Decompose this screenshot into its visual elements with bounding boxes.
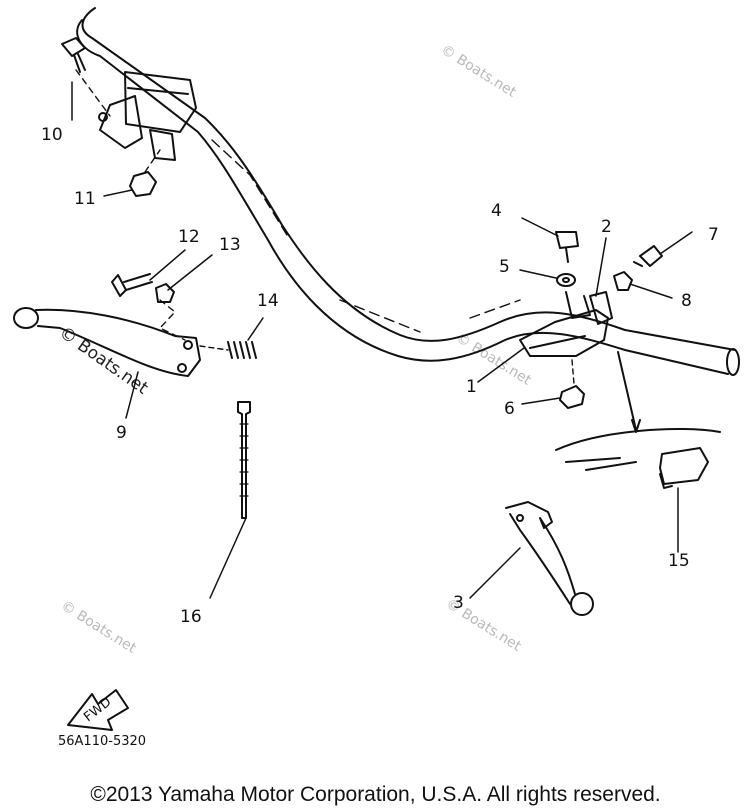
callout-16: 16	[180, 607, 202, 627]
callout-8: 8	[681, 291, 692, 311]
part-7-bolt	[633, 245, 663, 267]
part-3-lever	[505, 501, 594, 616]
watermark: © Boats.net	[438, 42, 519, 101]
inset-switch	[555, 351, 721, 489]
callout-4: 4	[491, 201, 502, 221]
part-13-nut	[155, 283, 186, 341]
callout-11: 11	[74, 189, 96, 209]
callout-13: 13	[219, 235, 241, 255]
master-cylinder	[98, 71, 197, 161]
part-5-washer	[556, 273, 576, 287]
callout-1: 1	[466, 377, 477, 397]
part-6-nut	[559, 359, 585, 409]
part-11-nut	[129, 149, 161, 197]
part-8-nut	[613, 271, 633, 291]
fwd-label: FWD	[81, 695, 114, 726]
callout-3: 3	[453, 593, 464, 613]
callout-7: 7	[708, 225, 719, 245]
callout-10: 10	[41, 125, 63, 145]
copyright-notice: ©2013 Yamaha Motor Corporation, U.S.A. A…	[90, 783, 661, 806]
callout-6: 6	[504, 399, 515, 419]
part-12-bolt	[111, 273, 153, 297]
part-4-bolt	[555, 231, 579, 263]
part-code: 56A110-5320	[58, 734, 146, 749]
callout-12: 12	[178, 227, 200, 247]
part-9-lever	[13, 307, 201, 377]
leader-lines	[71, 81, 693, 599]
fwd-arrow: FWD	[67, 689, 129, 731]
part-2-cover	[589, 291, 613, 325]
callout-14: 14	[257, 291, 279, 311]
part-16-strap	[237, 401, 251, 519]
part-10-bolt	[61, 37, 111, 117]
callouts: 1 2 3 4 5 6 7 8 9 10 11 12 13 14 15 16 5…	[41, 125, 719, 749]
part-1-perch	[519, 291, 609, 357]
callout-5: 5	[499, 257, 510, 277]
handlebar	[76, 7, 740, 376]
watermark: © Boats.net	[58, 598, 139, 657]
callout-15: 15	[668, 551, 690, 571]
callout-2: 2	[601, 217, 612, 237]
callout-9: 9	[116, 423, 127, 443]
watermarks: © Boats.net © Boats.net © Boats.net © Bo…	[55, 42, 534, 657]
part-14-spring	[199, 341, 257, 359]
